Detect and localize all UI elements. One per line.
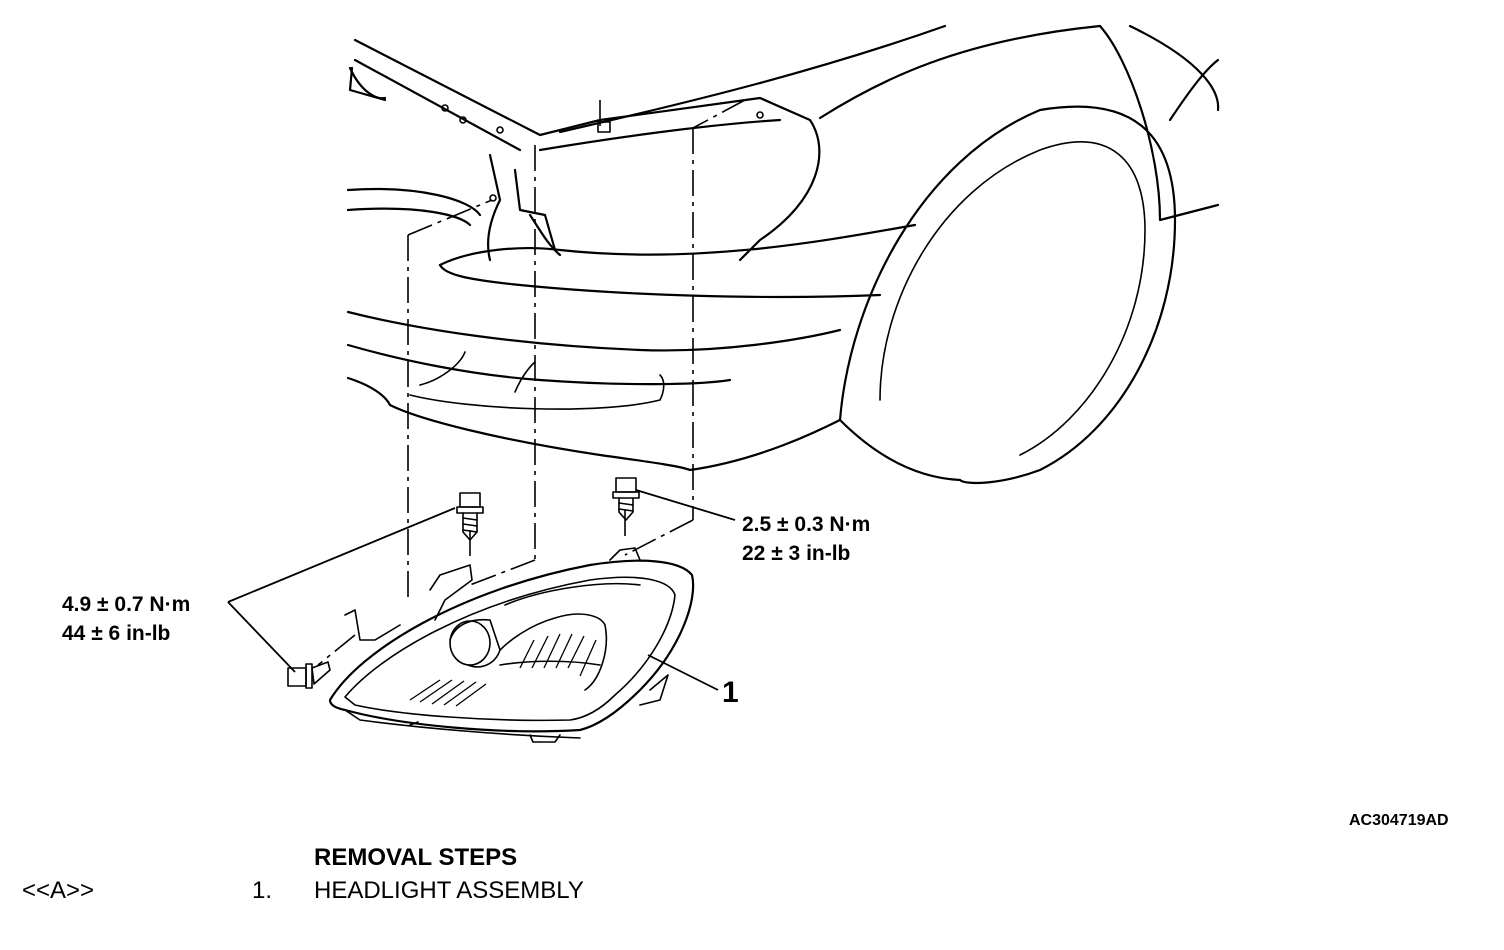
headlight-assembly (328, 547, 695, 743)
figure-id: AC304719AD (1349, 812, 1449, 829)
step-reference: <<A>> (22, 877, 95, 904)
callout-1: 1 (722, 676, 739, 709)
torque-metric: 4.9 ± 0.7 N·m (62, 593, 191, 616)
leader-lines (227, 489, 736, 691)
radiator-support (348, 38, 821, 262)
upper-bolt-right (612, 477, 640, 521)
torque-spec-upper-right: 2.5 ± 0.3 N·m 22 ± 3 in-lb (742, 510, 870, 568)
fender-outline (558, 24, 1220, 482)
alignment-lines (317, 99, 746, 666)
torque-spec-left: 4.9 ± 0.7 N·m 44 ± 6 in-lb (62, 590, 190, 648)
side-bolt (287, 661, 331, 689)
reflector-hatching (409, 633, 597, 707)
front-bumper (346, 187, 917, 472)
torque-imperial: 44 ± 6 in-lb (62, 622, 171, 645)
step-text: HEADLIGHT ASSEMBLY (314, 877, 584, 904)
removal-steps-title: REMOVAL STEPS (314, 844, 518, 871)
wheel-arch (838, 105, 1177, 485)
upper-bolt-left (456, 492, 484, 541)
torque-imperial: 22 ± 3 in-lb (742, 542, 851, 565)
step-number: 1. (252, 877, 273, 904)
torque-metric: 2.5 ± 0.3 N·m (742, 513, 871, 536)
